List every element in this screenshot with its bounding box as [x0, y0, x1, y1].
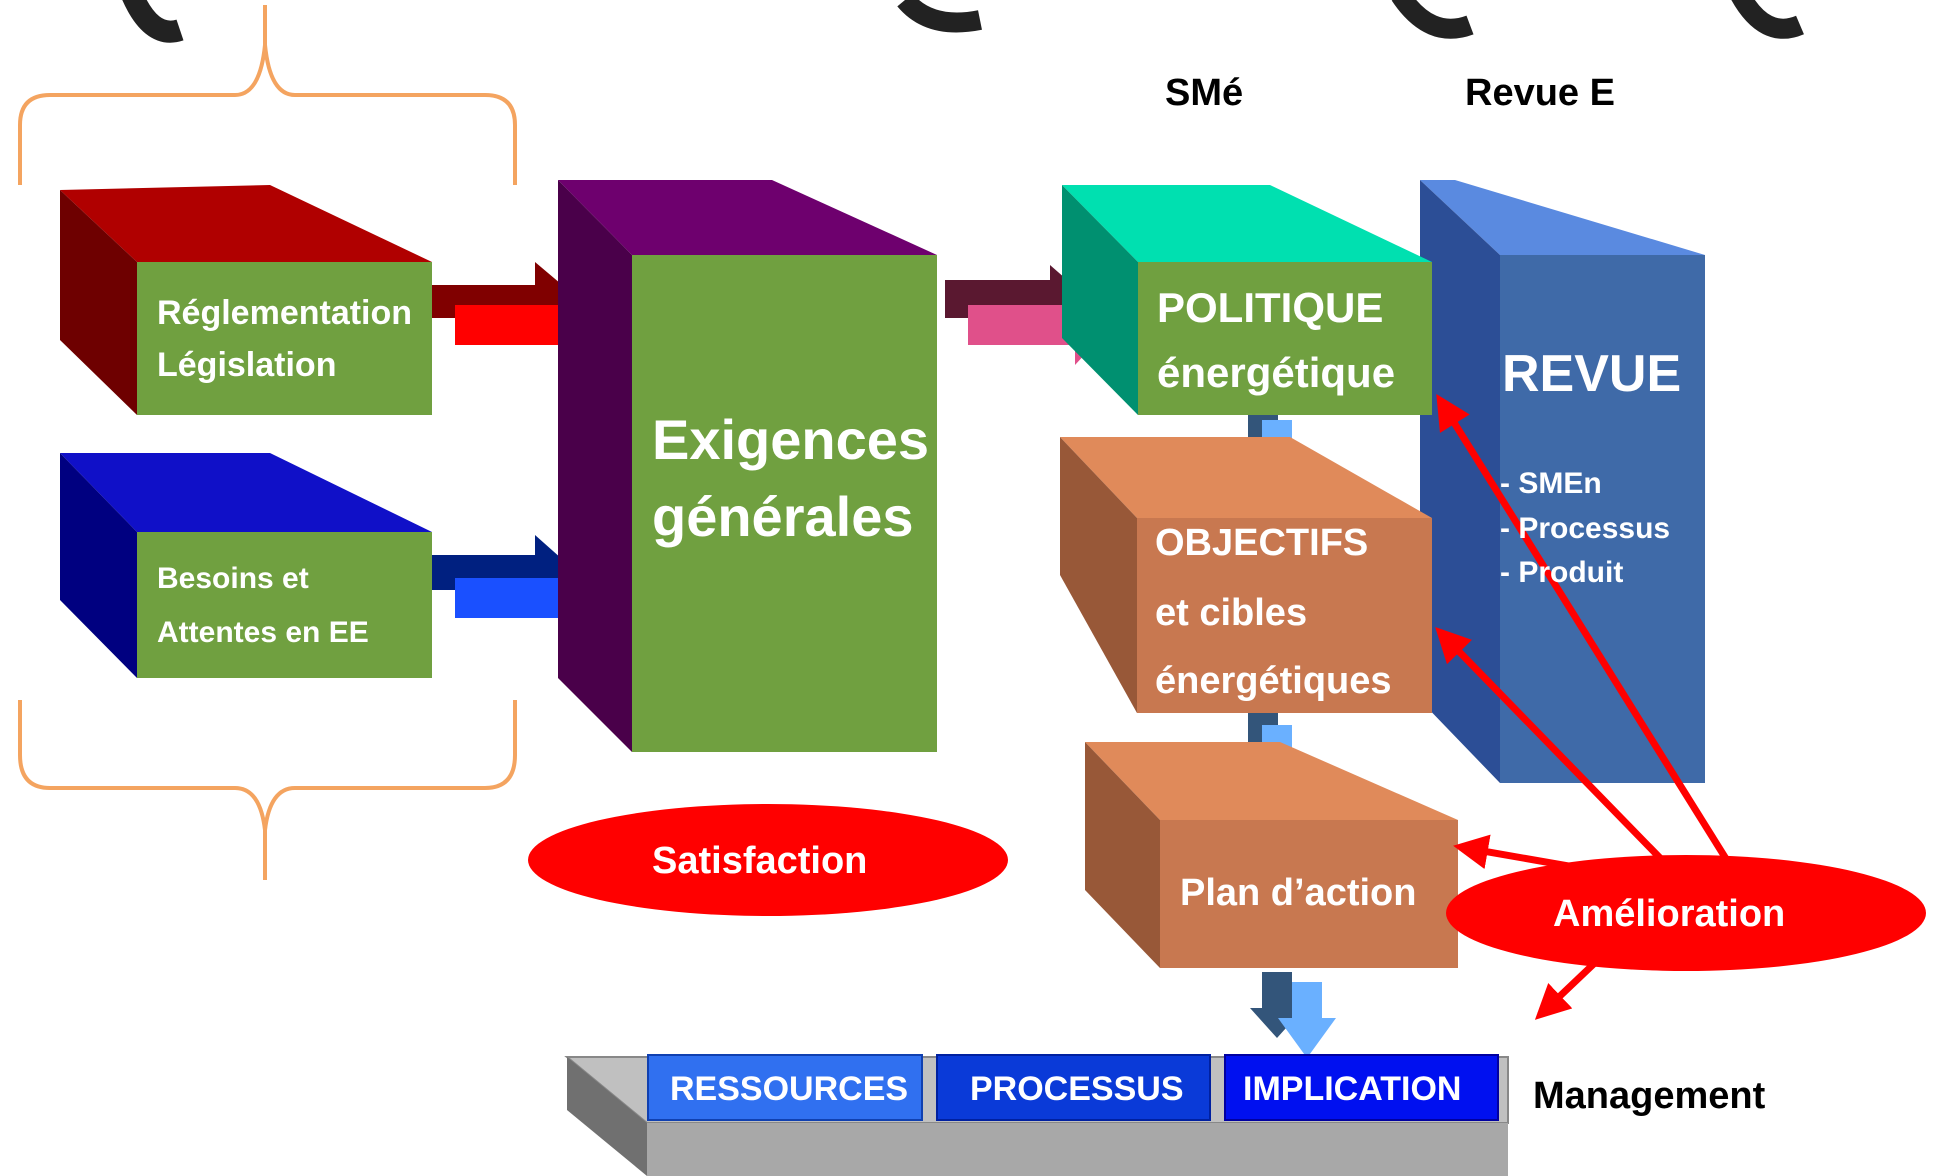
besoins-line2: Attentes en EE — [157, 616, 369, 649]
besoins-line1: Besoins et — [157, 562, 309, 595]
revue-item-processus: - Processus — [1500, 512, 1671, 545]
reglementation-box — [60, 185, 432, 415]
objectifs-line3: énergétiques — [1155, 660, 1392, 702]
implication-label: IMPLICATION — [1243, 1070, 1462, 1108]
revue-item-smen: - SMEn — [1500, 467, 1602, 500]
reglementation-line1: Réglementation — [157, 294, 413, 332]
processus-box — [936, 1054, 1211, 1121]
title-fragment — [122, 0, 1804, 43]
brace-top — [18, 5, 517, 185]
exigences-line2: générales — [652, 485, 914, 548]
revue-title: REVUE — [1502, 345, 1682, 403]
ressources-box — [647, 1054, 923, 1121]
besoins-box — [60, 453, 432, 678]
objectifs-box — [1060, 437, 1432, 713]
politique-box — [1062, 185, 1432, 415]
revue-e-label: Revue E — [1465, 72, 1615, 114]
satisfaction-ellipse — [528, 804, 1008, 916]
plan-box — [1085, 742, 1458, 968]
revue-item-produit: - Produit — [1500, 556, 1624, 589]
politique-line2: énergétique — [1157, 349, 1396, 396]
politique-line1: POLITIQUE — [1157, 284, 1384, 331]
objectifs-line1: OBJECTIFS — [1155, 522, 1369, 564]
amelioration-label: Amélioration — [1553, 893, 1786, 935]
implication-box — [1224, 1054, 1499, 1121]
exigences-line1: Exigences — [652, 408, 930, 471]
revue-box — [1420, 180, 1705, 783]
plan-label: Plan d’action — [1180, 872, 1417, 914]
down-arrow-3 — [1250, 972, 1336, 1058]
satisfaction-label: Satisfaction — [652, 840, 868, 882]
sme-label: SMé — [1165, 72, 1244, 114]
amelioration-ellipse — [1446, 855, 1926, 971]
reglementation-line2: Législation — [157, 346, 337, 384]
improvement-arrows — [1435, 394, 1731, 1020]
exigences-box — [558, 180, 937, 752]
management-label: Management — [1533, 1075, 1766, 1117]
processus-label: PROCESSUS — [970, 1070, 1184, 1108]
objectifs-line2: et cibles — [1155, 592, 1308, 634]
brace-bottom — [18, 700, 517, 880]
ressources-label: RESSOURCES — [670, 1070, 909, 1108]
